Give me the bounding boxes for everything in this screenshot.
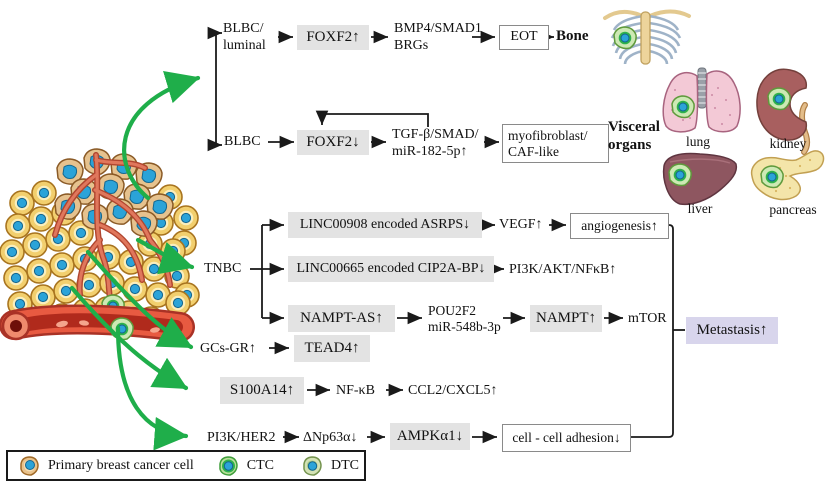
- target-bone: Bone: [556, 28, 589, 44]
- organ-label-lung: lung: [685, 134, 711, 149]
- primary-tumor-illustration: [0, 148, 200, 342]
- node-metastasis: Metastasis↑: [686, 317, 778, 344]
- node-gcs-gr: GCs-GR↑: [200, 341, 257, 356]
- pancreas-icon: [750, 150, 825, 201]
- node-pou2f2-mir548: POU2F2 miR-548b-3p: [428, 303, 501, 334]
- ribcage-icon: [603, 9, 691, 65]
- legend: Primary breast cancer cell CTC DTC: [6, 450, 366, 481]
- liver-icon: [662, 152, 738, 206]
- green-arrow-tnbc: [135, 237, 195, 275]
- green-arrow-s100a14: [69, 285, 189, 391]
- node-mtor: mTOR: [628, 311, 667, 326]
- node-vegf: VEGF↑: [499, 217, 543, 232]
- legend-label-ctc: CTC: [246, 457, 274, 473]
- node-pi3k-her2: PI3K/HER2: [207, 430, 276, 445]
- node-myofibroblast-caf: myofibroblast/ CAF-like: [502, 124, 609, 163]
- organ-label-liver: liver: [687, 201, 713, 216]
- node-tnbc: TNBC: [204, 261, 242, 276]
- node-nfkb: NF-κB: [336, 383, 375, 398]
- dissemination-arrows: [69, 70, 201, 451]
- legend-label-dtc: DTC: [331, 457, 359, 473]
- green-arrow-blbc: [122, 70, 201, 201]
- node-tead4: TEAD4↑: [294, 335, 370, 362]
- node-angiogenesis: angiogenesis↑: [570, 213, 669, 239]
- kidney-icon: [756, 68, 811, 155]
- node-s100a14: S100A14↑: [220, 377, 304, 404]
- node-tgfb-smad-mir182: TGF-β/SMAD/ miR-182-5p↑: [392, 127, 479, 159]
- node-blbc-luminal: BLBC/ luminal: [223, 21, 266, 53]
- green-arrow-gcsgr: [85, 249, 194, 350]
- node-eot: EOT: [499, 25, 549, 50]
- node-nampt: NAMPT↑: [530, 305, 602, 332]
- organ-label-pancreas: pancreas: [769, 202, 817, 217]
- node-foxf2-up: FOXF2↑: [297, 25, 369, 50]
- node-bmp4-smad1-brgs: BMP4/SMAD1 BRGs: [394, 21, 482, 53]
- legend-label-primary: Primary breast cancer cell: [48, 457, 194, 473]
- node-nampt-as: NAMPT-AS↑: [288, 305, 395, 332]
- green-arrow-pi3k: [115, 325, 189, 451]
- node-ccl2-cxcl5: CCL2/CXCL5↑: [408, 383, 498, 398]
- ctc-cell-icon: [219, 455, 238, 476]
- node-linc00908-asrps: LINC00908 encoded ASRPS↓: [288, 212, 482, 238]
- node-ampka1: AMPKα1↓: [390, 423, 470, 450]
- dtc-cell-icon: [303, 455, 322, 476]
- target-visceral-organs: Visceral organs: [608, 119, 660, 153]
- node-dnp63a: ΔNp63α↓: [303, 430, 358, 445]
- organ-label-kidney: kidney: [769, 136, 807, 151]
- node-linc00665-cip2abp: LINC00665 encoded CIP2A-BP↓: [288, 256, 494, 282]
- node-foxf2-down: FOXF2↓: [297, 130, 369, 155]
- blood-vessel-icon: [0, 304, 195, 342]
- lung-icon: [662, 67, 741, 133]
- primary-breast-cancer-cell-icon: [20, 455, 39, 476]
- node-pi3k-akt-nfkb: PI3K/AKT/NFκB↑: [509, 262, 617, 277]
- node-cell-cell-adhesion: cell - cell adhesion↓: [502, 424, 631, 452]
- node-blbc: BLBC: [224, 134, 261, 149]
